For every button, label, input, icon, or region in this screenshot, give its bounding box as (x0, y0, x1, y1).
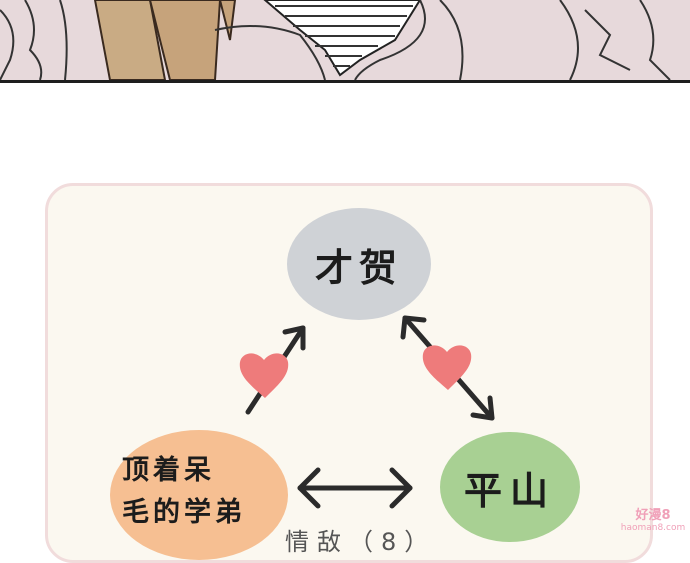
watermark-sub: haoman8.com (620, 523, 686, 533)
comic-panel-top (0, 0, 690, 83)
node-junior-bubble (110, 430, 288, 560)
node-caihe-label: 才贺 (314, 245, 403, 290)
node-junior-label-line2: 毛的学弟 (122, 497, 246, 528)
arrow-left-right (297, 467, 413, 509)
watermark-main: 好漫8 (635, 508, 671, 523)
watermark: 好漫8 haoman8.com (618, 508, 688, 534)
relationship-arrows (239, 315, 495, 509)
comic-panel-art (0, 0, 690, 80)
node-junior-label: 顶着呆 毛的学弟 (122, 450, 282, 534)
heart-icon (239, 353, 289, 398)
heart-icon (422, 345, 472, 390)
node-pingshan-label: 平山 (463, 468, 556, 513)
bottom-caption: 情敌（8） (285, 528, 437, 556)
node-caihe-bubble: 才贺 (287, 208, 431, 320)
node-junior-label-line1: 顶着呆 (122, 455, 215, 486)
node-pingshan-bubble: 平山 (440, 432, 580, 542)
